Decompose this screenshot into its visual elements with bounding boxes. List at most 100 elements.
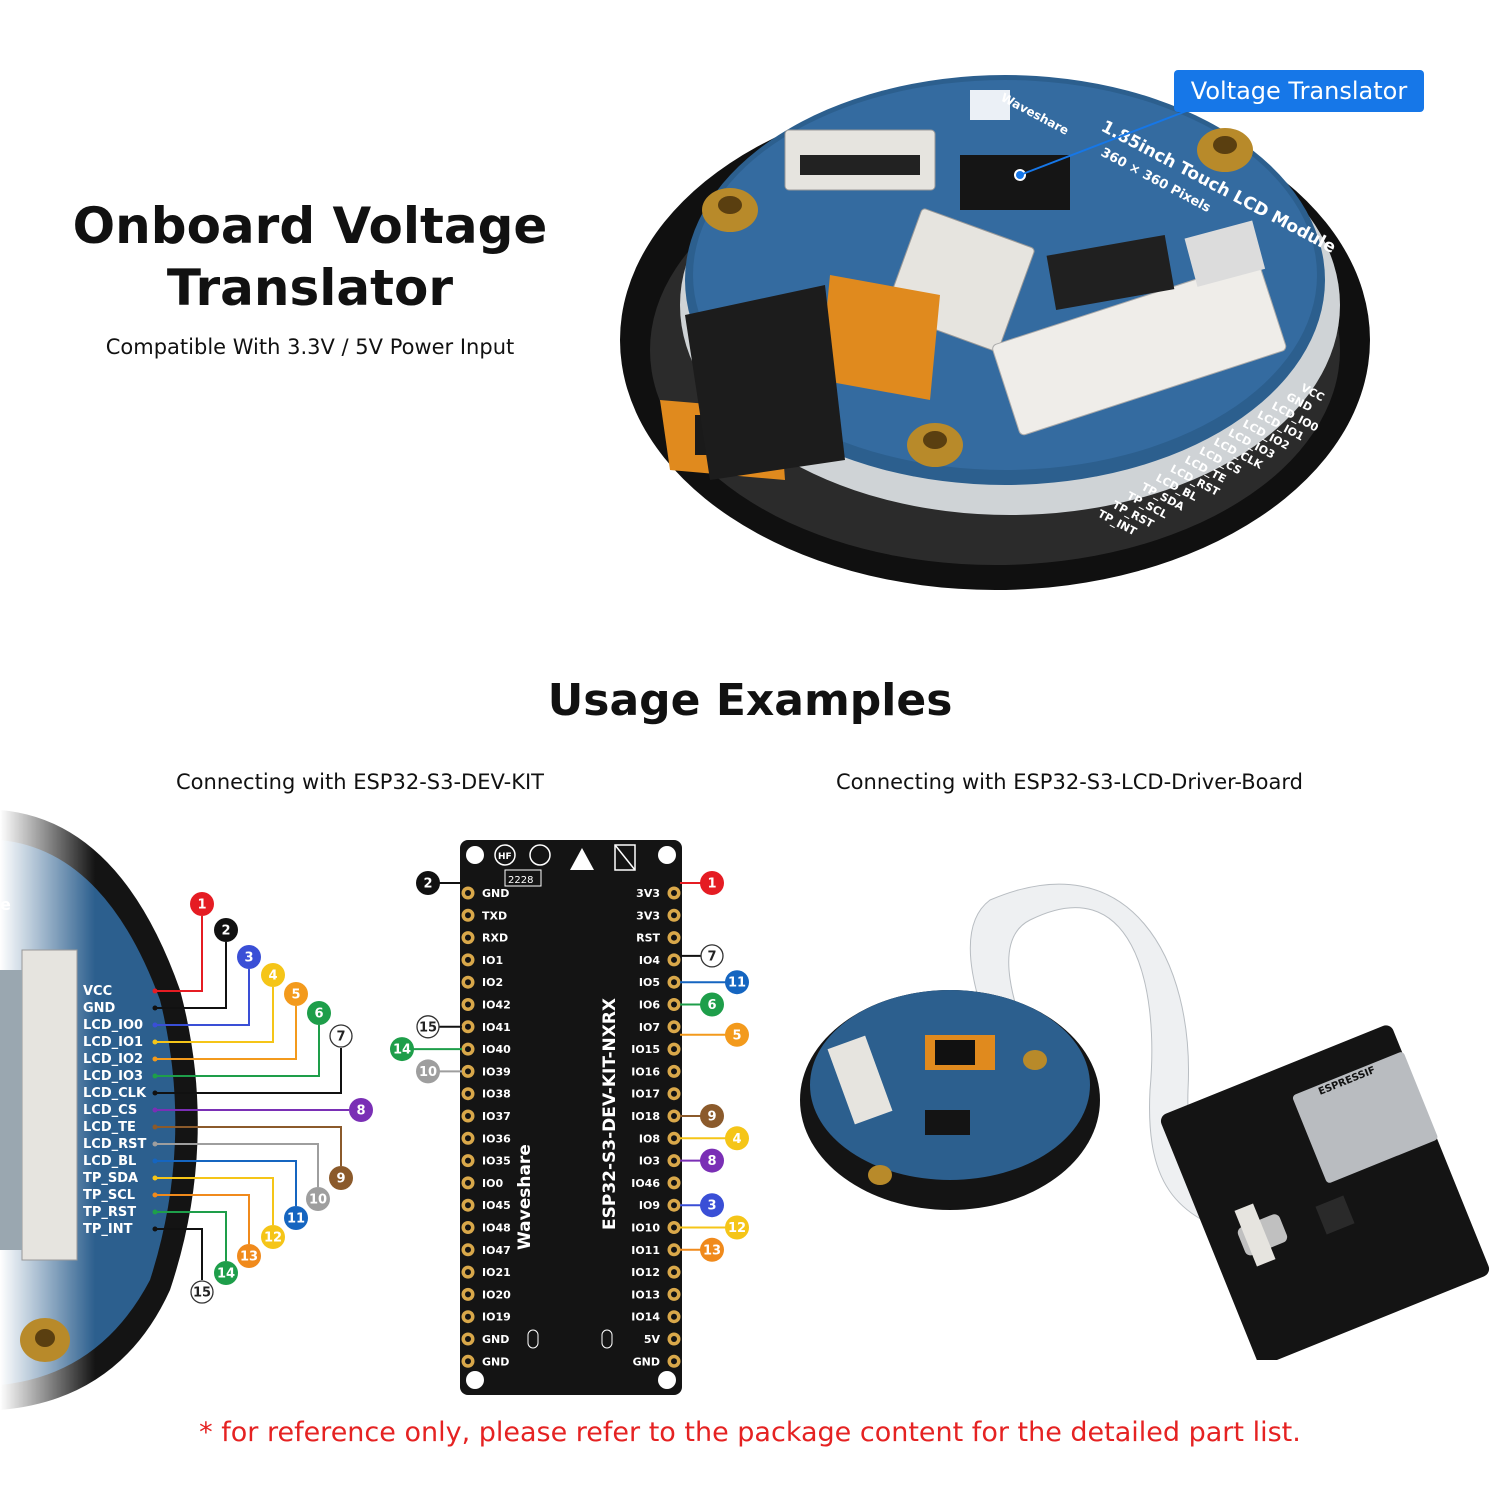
devkit-marker-7-label: 7 [707,949,716,964]
module-pin-label-tp-sda: TP_SDA [83,1171,138,1186]
module-back-illustration: 1.85inch Touch LCD Module 360 × 360 Pixe… [620,75,1370,590]
module-marker-12-label: 12 [264,1231,282,1246]
devkit-right-pin-7: IO15 [631,1043,660,1056]
module-marker-13-label: 13 [240,1250,258,1265]
module-pin-label-lcd-te: LCD_TE [83,1120,136,1135]
module-pin-label-lcd-clk: LCD_CLK [83,1086,147,1101]
devkit-marker-4: 4 [725,1126,749,1151]
devkit-marker-14: 14 [390,1037,414,1062]
module-pin-label-tp-rst: TP_RST [83,1205,136,1220]
devkit-left-pin-20: GND [482,1333,509,1346]
module-marker-13: 13 [237,1244,261,1268]
module-pin-label-vcc: VCC [83,984,112,999]
devkit-marker-14-label: 14 [393,1043,411,1058]
module-wire-13 [155,1194,250,1244]
module-marker-11-label: 11 [287,1212,305,1227]
module-marker-7-label: 7 [336,1030,345,1045]
devkit-right-pin-20: 5V [644,1333,661,1346]
devkit-left-pin-14: IO45 [482,1199,511,1212]
module-pin-label-lcd-cs: LCD_CS [83,1103,137,1118]
module-marker-14-label: 14 [217,1267,235,1282]
module-pin-label-tp-scl: TP_SCL [83,1188,135,1203]
module-marker-6-label: 6 [314,1007,323,1022]
module-marker-3-label: 3 [244,951,253,966]
devkit-left-pin-7: IO40 [482,1043,511,1056]
devkit-diagram: HF 2228 Waveshare ESP32-S3-DEV-KIT-NXRX … [390,840,749,1395]
devkit-right-pin-16: IO11 [631,1244,660,1257]
devkit-marker-11: 11 [725,970,749,995]
module-wire-14 [155,1211,227,1261]
module-wire-11 [155,1160,297,1206]
devkit-left-pin-17: IO21 [482,1266,511,1279]
module-marker-4-label: 4 [268,969,277,984]
devkit-right-pin-8: IO16 [631,1065,660,1078]
devkit-left-pin-9: IO38 [482,1088,511,1101]
module-wire-15 [155,1228,203,1280]
footnote: * for reference only, please refer to th… [199,1417,1301,1448]
devkit-left-pin-6: IO41 [482,1021,511,1034]
module-pin-label-lcd-rst: LCD_RST [83,1137,146,1152]
module-marker-15: 15 [190,1280,214,1304]
devkit-left-pin-1: TXD [482,909,507,922]
devkit-board [460,840,682,1395]
module-marker-4: 4 [261,963,285,987]
devkit-right-pin-19: IO14 [631,1311,660,1324]
module-pin-label-lcd-io2: LCD_IO2 [83,1052,143,1067]
devkit-marker-4-label: 4 [732,1132,741,1147]
devkit-left-pin-13: IO0 [482,1177,503,1190]
devkit-left-pin-3: IO1 [482,954,503,967]
module-pin-label-lcd-io3: LCD_IO3 [83,1069,143,1084]
module-wire-5 [155,1006,297,1060]
devkit-marker-13: 13 [700,1237,724,1262]
devkit-right-pin-14: IO9 [639,1199,660,1212]
devkit-marker-3: 3 [700,1193,724,1218]
devkit-marker-6-label: 6 [707,998,716,1013]
module-marker-3: 3 [237,945,261,969]
module-pin-label-lcd-io1: LCD_IO1 [83,1035,143,1050]
devkit-pins: GNDTXDRXDIO1IO2IO42IO41IO40IO39IO38IO37I… [461,886,681,1368]
devkit-marker-8-label: 8 [707,1154,716,1169]
module-wire-10 [155,1143,319,1187]
module-pin-label-tp-int: TP_INT [83,1222,133,1237]
devkit-brand: Waveshare [515,1144,535,1250]
devkit-right-pin-1: 3V3 [636,909,660,922]
feature-subtitle: Compatible With 3.3V / 5V Power Input [105,335,515,359]
devkit-left-pin-10: IO37 [482,1110,511,1123]
module-marker-2: 2 [214,918,238,942]
module-marker-6: 6 [307,1001,331,1025]
module-marker-2-label: 2 [221,924,230,939]
module-connector-labels: VCCGNDLCD_IO0LCD_IO1LCD_IO2LCD_IO3LCD_CL… [83,984,147,1237]
module-marker-10-label: 10 [309,1193,327,1208]
module-wire-4 [155,987,274,1043]
devkit-left-pin-11: IO36 [482,1132,511,1145]
devkit-right-pin-15: IO10 [631,1222,660,1235]
devkit-board-name: ESP32-S3-DEV-KIT-NXRX [600,998,620,1230]
svg-text:e: e [0,895,11,914]
module-pin-label-lcd-bl: LCD_BL [83,1154,136,1169]
devkit-right-pin-6: IO7 [639,1021,660,1034]
module-marker-1: 1 [190,892,214,916]
devkit-left-pin-19: IO19 [482,1311,511,1324]
devkit-marker-10-label: 10 [419,1065,437,1080]
devkit-right-pin-21: GND [633,1355,660,1368]
devkit-left-pin-12: IO35 [482,1155,511,1168]
devkit-marker-2: 2 [416,871,440,895]
lcd-driver-board [1160,1025,1490,1360]
module-marker-14: 14 [214,1261,238,1285]
module-marker-8-label: 8 [356,1104,365,1119]
module-wire-1 [155,916,203,992]
module-marker-5-label: 5 [291,988,300,1003]
devkit-marker-12-label: 12 [728,1221,746,1236]
module-marker-12: 12 [261,1225,285,1249]
devkit-marker-8: 8 [700,1148,724,1173]
devkit-right-pin-18: IO13 [631,1288,660,1301]
devkit-right-pin-2: RST [636,932,660,945]
devkit-right-pin-4: IO5 [639,976,660,989]
devkit-left-pin-18: IO20 [482,1288,511,1301]
module-wire-6 [155,1025,320,1077]
devkit-marker-2-label: 2 [423,877,432,892]
usage-title: Usage Examples [547,675,953,726]
caption-devkit: Connecting with ESP32-S3-DEV-KIT [176,770,544,794]
module-wire-9 [155,1126,342,1166]
